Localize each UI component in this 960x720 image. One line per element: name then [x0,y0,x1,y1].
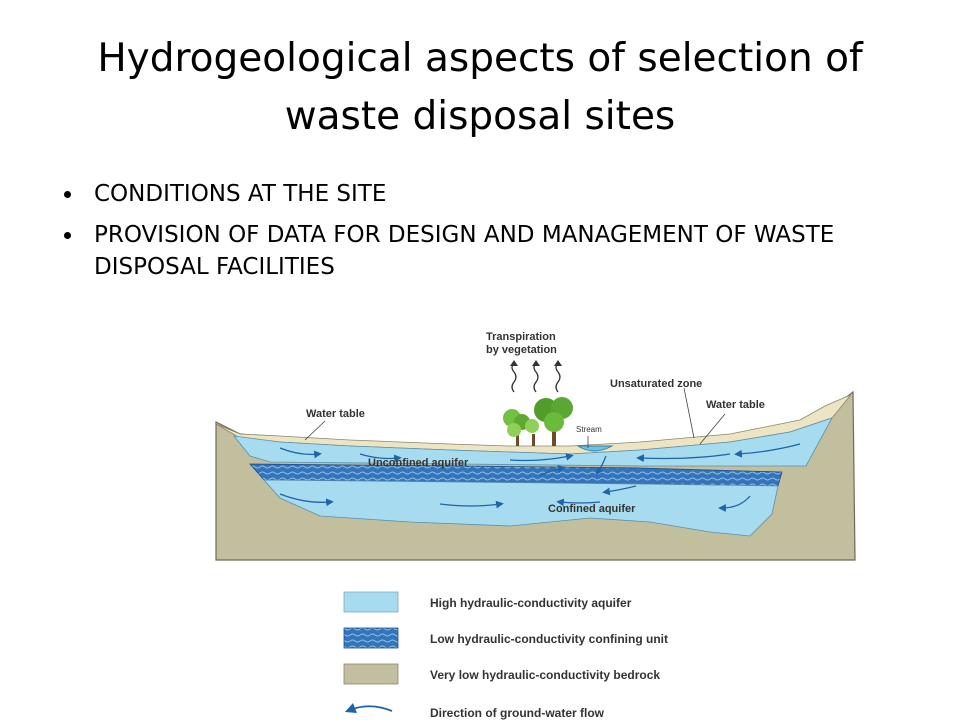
legend-swatch-arrow [344,702,393,714]
label-confined-aquifer: Confined aquifer [548,503,636,515]
vegetation [503,397,573,446]
unconfined-aquifer [233,417,833,467]
legend-label-flow: Direction of ground-water flow [430,706,605,720]
stream-water [576,445,614,452]
label-unconfined-aquifer: Unconfined aquifer [368,457,469,469]
transpiration-arrows [511,363,561,393]
slide-title-line-2: waste disposal sites [284,94,676,139]
flow-arrows [279,443,801,512]
legend-label-bedrock: Very low hydraulic-conductivity bedrock [430,668,660,682]
bullet-item: PROVISION OF DATA FOR DESIGN AND MANAGEM… [58,219,918,283]
label-unsaturated-zone: Unsaturated zone [610,378,702,390]
legend: High hydraulic-conductivity aquifer Low … [343,591,668,720]
legend-swatch-bedrock [343,663,399,685]
label-water-table-left: Water table [306,408,365,420]
transpiration-arrowhead [532,360,540,366]
slide-title: Hydrogeological aspects of selection of … [0,30,960,146]
transpiration-arrowhead [554,360,562,366]
groundwater-diagram: Transpiration by vegetation Unsaturated … [215,331,856,720]
leader-lines [304,387,726,448]
bullet-item: CONDITIONS AT THE SITE [58,178,918,210]
bullet-list: CONDITIONS AT THE SITE PROVISION OF DATA… [58,178,918,292]
bullet-text-conditions: CONDITIONS AT THE SITE [94,181,387,207]
label-transpiration-line-2: by vegetation [486,344,557,356]
slide-title-line-1: Hydrogeological aspects of selection of [97,36,863,81]
label-transpiration-line-1: Transpiration [486,331,556,343]
legend-swatch-confining [343,627,399,649]
label-water-table-right: Water table [706,399,765,411]
transpiration-arrowhead [510,360,518,366]
label-stream: Stream [576,425,602,434]
bullet-text-provision: PROVISION OF DATA FOR DESIGN AND MANAGEM… [94,222,835,280]
legend-swatch-aquifer [343,591,399,613]
confined-aquifer [263,479,779,537]
legend-label-confining: Low hydraulic-conductivity confining uni… [430,632,668,646]
legend-label-aquifer: High hydraulic-conductivity aquifer [430,596,632,610]
